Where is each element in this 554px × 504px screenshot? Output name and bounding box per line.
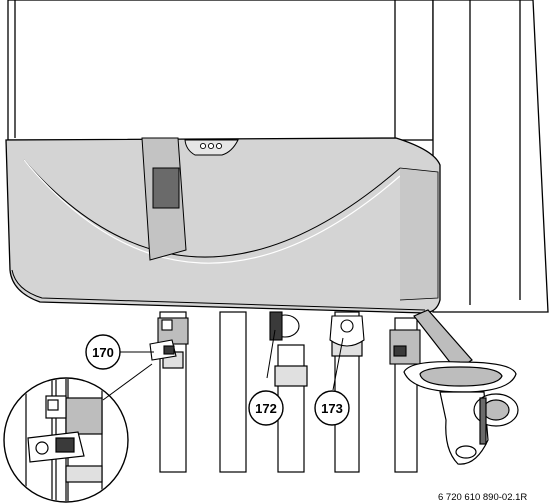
callout-170: 170: [85, 334, 154, 370]
callout-label-173: 173: [321, 401, 343, 416]
detail-magnifier: [3, 363, 153, 503]
callout-173: 173: [314, 337, 350, 426]
valve-173: [329, 315, 365, 347]
boiler-cabinet: [7, 0, 549, 313]
figure-reference-code: 6 720 610 890-02.1R: [438, 492, 527, 503]
callout-label-172: 172: [255, 401, 277, 416]
callout-label-170: 170: [92, 345, 114, 360]
valve-172: [269, 311, 300, 341]
valve-170: [149, 317, 189, 361]
control-panel: [5, 137, 441, 314]
callout-172: 172: [248, 329, 284, 426]
valve-right: [389, 329, 421, 365]
siphon-funnel: [403, 309, 519, 465]
